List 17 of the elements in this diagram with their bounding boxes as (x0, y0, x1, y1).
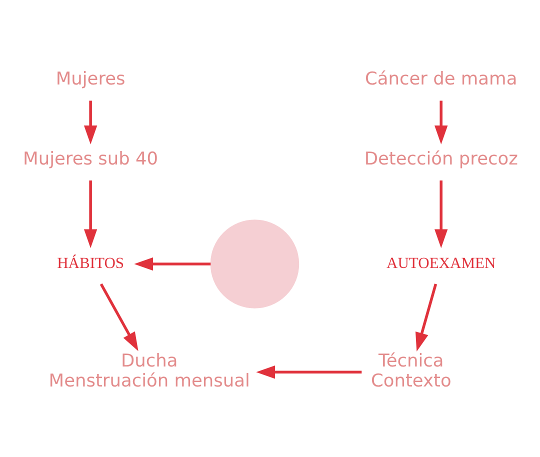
arrow (134, 257, 211, 271)
node-text: Mujeres (56, 70, 126, 90)
arrow (434, 180, 448, 248)
arrow (256, 366, 362, 379)
arrow (100, 283, 138, 352)
node-text: Cáncer de mama (365, 70, 518, 90)
node-text: HÁBITOS (57, 255, 124, 272)
arrow (84, 180, 98, 248)
arrow (84, 100, 98, 144)
node-text: Ducha Menstruación mensual (48, 351, 250, 392)
node-text: Técnica Contexto (370, 351, 452, 392)
arrow (415, 284, 438, 352)
node-text: Mujeres sub 40 (23, 149, 158, 170)
node-text: AUTOEXAMEN (386, 255, 496, 272)
node-text: Detección precoz (364, 149, 518, 170)
node-circle (210, 220, 300, 308)
arrow (434, 100, 448, 144)
